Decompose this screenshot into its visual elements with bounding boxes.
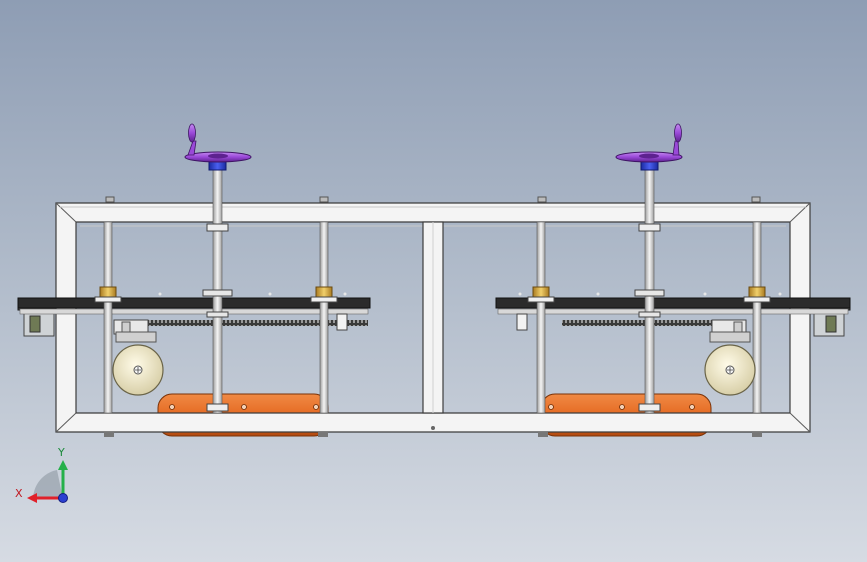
shaft-collars (202, 223, 665, 412)
shaft-right-outer (752, 221, 762, 414)
handwheel-right[interactable] (615, 123, 683, 171)
conveyor-left (17, 292, 371, 326)
x-axis-label: X (15, 487, 23, 500)
shaft-right-inner (536, 221, 546, 414)
handwheel-left[interactable] (184, 123, 252, 171)
shaft-left-inner (319, 221, 329, 414)
z-axis-dot (58, 493, 68, 503)
main-frame (55, 196, 811, 437)
motor-disc-right (704, 331, 756, 396)
y-axis-label: Y (57, 446, 65, 459)
motor-disc-left (112, 331, 164, 396)
conveyor-right (495, 292, 851, 326)
brass-bearings (94, 286, 771, 303)
coordinate-triad[interactable]: Y X (15, 446, 68, 503)
shaft-left-outer (103, 221, 113, 414)
